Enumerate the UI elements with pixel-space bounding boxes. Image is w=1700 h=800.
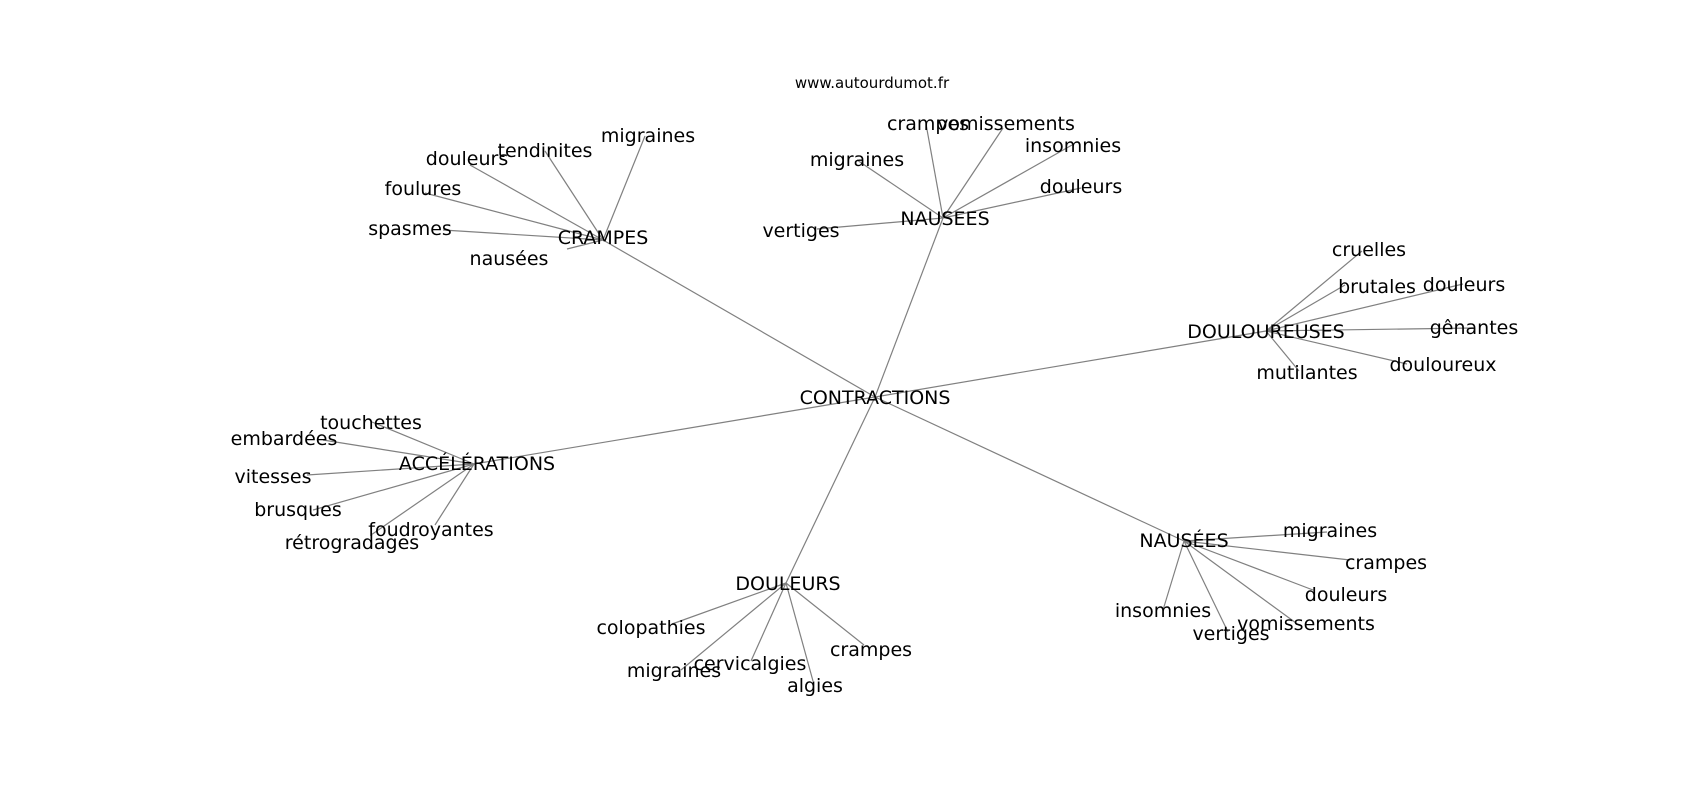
leaf-node-label-migraines: migraines [627, 660, 721, 682]
leaf-node-label-crampes: crampes [830, 639, 912, 661]
edge-douleurs-migraines [680, 582, 787, 671]
edge-accelerations-vitesses [306, 463, 475, 476]
edge-center-crampes [602, 239, 876, 398]
leaf-node-label-vomissements: vomissements [1237, 613, 1375, 635]
edge-crampes-douleurs [469, 164, 604, 241]
leaf-node-label-douleurs: douleurs [426, 148, 508, 170]
edge-nausees-vomissements [942, 127, 1004, 219]
edge-douloureuses-douleurs [1265, 283, 1464, 332]
leaf-node-label-douloureux: douloureux [1389, 354, 1496, 376]
edge-center-accelerations [473, 396, 876, 465]
edge-nausees-crampes [1183, 540, 1351, 561]
edge-douloureuses-cruelles [1265, 250, 1363, 332]
leaf-node-label-cruelles: cruelles [1332, 239, 1406, 261]
graph-labels: CONTRACTIONSCRAMPESmigrainestendinitesdo… [231, 113, 1519, 697]
edge-douleurs-colopathies [671, 582, 787, 625]
leaf-node-label-migraines: migraines [601, 125, 695, 147]
hub-node-label-douleurs: DOULEURS [735, 573, 840, 595]
hub-node-label-nausees: NAUSÉES [1139, 529, 1228, 552]
leaf-node-label-migraines: migraines [810, 149, 904, 171]
edge-crampes-foulures [424, 192, 604, 241]
edge-accelerations-embardees [322, 439, 475, 465]
leaf-node-label-douleurs: douleurs [1305, 584, 1387, 606]
edge-crampes-migraines [602, 135, 646, 241]
edge-nausees-insomnies [942, 144, 1073, 219]
leaf-node-label-crampes: crampes [1345, 552, 1427, 574]
edge-nausees-vertiges [1183, 540, 1229, 633]
edge-nausees-migraines [856, 159, 944, 219]
edge-center-nausees [874, 217, 944, 398]
edge-accelerations-retrogradages [370, 463, 475, 536]
leaf-node-label-douleurs: douleurs [1040, 176, 1122, 198]
leaf-node-label-insomnies: insomnies [1115, 600, 1211, 622]
edge-douleurs-cervicalgies [750, 582, 787, 662]
edge-douleurs-algies [785, 582, 814, 682]
edge-crampes-spasmes [442, 229, 604, 241]
edge-nausees-douleurs [942, 187, 1082, 219]
leaf-node-label-migraines: migraines [1283, 520, 1377, 542]
leaf-node-label-algies: algies [787, 675, 843, 697]
leaf-node-label-colopathies: colopathies [596, 617, 705, 639]
edge-nausees-insomnies [1162, 540, 1185, 611]
edge-center-nausees [874, 396, 1185, 542]
hub-node-label-accelerations: ACCÉLÉRATIONS [399, 452, 555, 475]
leaf-node-label-touchettes: touchettes [320, 412, 422, 434]
edge-douloureuses-brutales [1265, 284, 1346, 332]
edge-accelerations-foudroyantes [434, 463, 475, 526]
edge-center-douloureuses [874, 330, 1267, 398]
source-watermark: www.autourdumot.fr [795, 74, 950, 92]
hub-node-label-nausees: NAUSEES [900, 208, 989, 230]
leaf-node-label-vomissements: vomissements [937, 113, 1075, 135]
hub-node-label-crampes: CRAMPES [558, 227, 649, 249]
leaf-node-label-brutales: brutales [1338, 276, 1416, 298]
leaf-node-label-tendinites: tendinites [498, 140, 593, 162]
leaf-node-label-spasmes: spasmes [368, 218, 452, 240]
edge-douleurs-crampes [785, 582, 865, 646]
edge-nausees-douleurs [1183, 540, 1314, 591]
center-node-label: CONTRACTIONS [800, 387, 951, 409]
edge-center-douleurs [785, 396, 876, 584]
edge-crampes-nausees [566, 239, 604, 250]
leaf-node-label-cervicalgies: cervicalgies [694, 653, 807, 675]
leaf-node-label-foudroyantes: foudroyantes [368, 519, 493, 541]
edge-accelerations-touchettes [371, 421, 475, 465]
leaf-node-label-nausees: nausées [470, 248, 549, 270]
leaf-node-label-insomnies: insomnies [1025, 135, 1121, 157]
hub-node-label-douloureuses: DOULOUREUSES [1187, 321, 1345, 343]
leaf-node-label-vertiges: vertiges [1192, 623, 1269, 645]
leaf-node-label-brusques: brusques [254, 499, 342, 521]
leaf-node-label-retrogradages: rétrogradages [285, 532, 419, 554]
leaf-node-label-foulures: foulures [385, 178, 462, 200]
leaf-node-label-vitesses: vitesses [234, 466, 311, 488]
edge-nausees-crampes [925, 123, 944, 219]
edge-douloureuses-douloureux [1265, 330, 1408, 365]
edge-crampes-tendinites [544, 150, 604, 241]
leaf-node-label-douleurs: douleurs [1423, 274, 1505, 296]
edge-accelerations-brusques [312, 463, 475, 511]
leaf-node-label-crampes: crampes [887, 113, 969, 135]
edge-nausees-vertiges [816, 217, 944, 230]
leaf-node-label-embardees: embardées [231, 428, 338, 450]
edge-nausees-vomissements [1183, 540, 1297, 624]
edge-douloureuses-mutilantes [1265, 330, 1300, 372]
edge-nausees-migraines [1183, 531, 1328, 542]
graph-edges [306, 123, 1474, 682]
leaf-node-label-vertiges: vertiges [762, 220, 839, 242]
leaf-node-label-genantes: gênantes [1430, 317, 1519, 339]
edge-douloureuses-genantes [1265, 327, 1474, 332]
leaf-node-label-mutilantes: mutilantes [1256, 362, 1357, 384]
